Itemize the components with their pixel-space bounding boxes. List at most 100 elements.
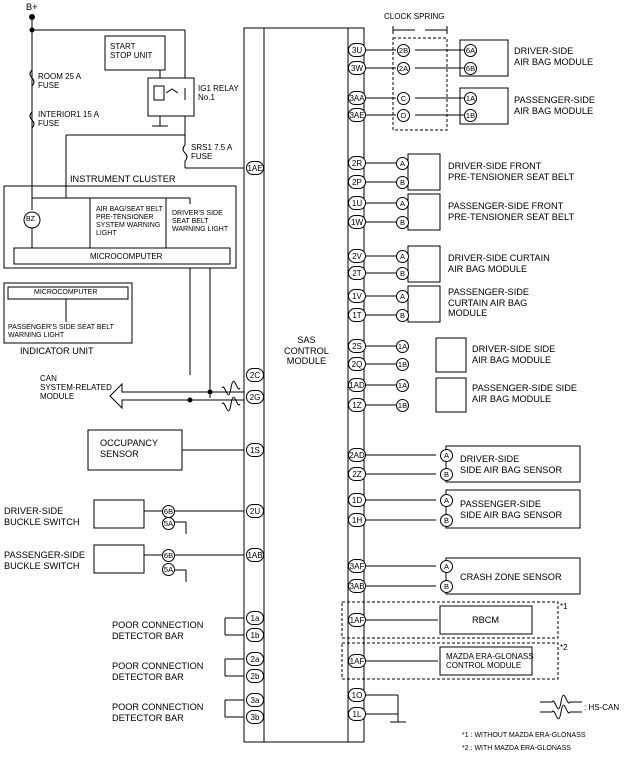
connector-pin: A xyxy=(440,449,453,462)
indicator-microcomputer-label: MICROCOMPUTER xyxy=(34,289,98,296)
connector-pin: 1B xyxy=(396,399,409,412)
cluster-micro-outline xyxy=(13,247,231,265)
sas-pin: 2R xyxy=(348,156,366,170)
driver-airbag-label: DRIVER-SIDE AIR BAG MODULE xyxy=(514,46,594,67)
can-arrow xyxy=(109,382,140,410)
sas-pin: 3W xyxy=(348,61,366,75)
sas-pin: 1AD xyxy=(348,378,366,392)
driver-side-airbag-label: DRIVER-SIDE SIDE AIR BAG MODULE xyxy=(472,344,556,365)
driver-curtain-label: DRIVER-SIDE CURTAIN AIR BAG MODULE xyxy=(448,253,550,274)
connector-pin: 5A xyxy=(162,517,175,530)
sas-pin: 3AE xyxy=(348,108,366,122)
clock-spring-label: CLOCK SPRING xyxy=(384,12,445,21)
optional-mark-2: *2 xyxy=(560,643,568,652)
sas-pin: 1V xyxy=(348,289,366,303)
note-1: *1 : WITHOUT MAZDA ERA-GLONASS xyxy=(462,732,586,739)
sas-pin: 2b xyxy=(246,669,264,683)
driver-belt-light-label: DRIVER'S SIDE SEAT BELT WARNING LIGHT xyxy=(172,210,229,233)
sas-pin: 1Z xyxy=(348,398,366,412)
b-plus-label: B+ xyxy=(26,2,38,12)
connector-pin: B xyxy=(396,309,409,322)
clock-pin: 2B xyxy=(397,44,410,57)
connector-pin: A xyxy=(440,494,453,507)
sas-pin: 1H xyxy=(348,513,366,527)
connector-pin: 1A xyxy=(396,379,409,392)
driver-pretensioner-box xyxy=(407,153,441,191)
connector-pin: B xyxy=(396,176,409,189)
passenger-buckle-outline xyxy=(93,544,145,574)
sas-pin: 2Z xyxy=(348,467,366,481)
connector-pin: B xyxy=(440,514,453,527)
sas-pin: 3b xyxy=(246,710,264,724)
sas-pin: 2P xyxy=(348,175,366,189)
driver-airbag-box xyxy=(459,39,509,77)
hs-can-legend: : HS-CAN xyxy=(584,703,620,712)
sas-pin: 2C xyxy=(246,368,264,382)
room-fuse-symbol xyxy=(29,69,35,87)
passenger-side-airbag-label: PASSENGER-SIDE SIDE AIR BAG MODULE xyxy=(472,383,578,404)
crash-zone-box xyxy=(445,557,581,595)
sas-pin: 2T xyxy=(348,266,366,280)
connector-pin: 6B xyxy=(464,62,477,75)
clock-spring-outline xyxy=(392,37,448,131)
sas-pin: 1S xyxy=(246,443,264,457)
passenger-pretensioner-box xyxy=(407,193,441,231)
ig1-relay-label: IG1 RELAY No.1 xyxy=(198,84,239,102)
cluster-microcomputer-label: MICROCOMPUTER xyxy=(90,252,163,261)
rbcm-dashed xyxy=(341,601,559,639)
connector-pin: B xyxy=(396,216,409,229)
passenger-airbag-label: PASSENGER-SIDE AIR BAG MODULE xyxy=(514,95,596,116)
clock-pin: D xyxy=(397,109,410,122)
sas-pin: 2AD xyxy=(348,448,366,462)
srs-fuse-label: SRS1 7.5 A FUSE xyxy=(191,143,233,161)
connector-pin: 5A xyxy=(162,563,175,576)
connector-pin: 1B xyxy=(464,109,477,122)
connector-pin: A xyxy=(396,250,409,263)
can-module-label: CAN SYSTEM-RELATED MODULE xyxy=(40,374,112,401)
sas-pin: 1b xyxy=(246,628,264,642)
rbcm-label: RBCM xyxy=(472,615,500,625)
connector-pin: 1B xyxy=(396,358,409,371)
indicator-unit-outline xyxy=(3,282,133,344)
interior-fuse-symbol xyxy=(29,111,35,129)
passenger-side-airbag-box xyxy=(435,377,467,413)
driver-side-airbag-box xyxy=(435,337,467,373)
sas-pin: 2V xyxy=(348,249,366,263)
start-stop-label: START STOP UNIT xyxy=(110,42,153,60)
passenger-curtain-box xyxy=(407,285,441,323)
interior-fuse-label: INTERIOR1 15 A FUSE xyxy=(38,110,99,128)
passenger-airbag-box xyxy=(459,87,509,125)
passenger-side-sensor-label: PASSENGER-SIDE SIDE AIR BAG SENSOR xyxy=(460,499,563,520)
driver-curtain-box xyxy=(407,245,441,283)
rbcm-box xyxy=(439,605,533,635)
instrument-cluster-title: INSTRUMENT CLUSTER xyxy=(70,174,176,184)
room-fuse-label: ROOM 25 A FUSE xyxy=(38,72,82,90)
sas-pin: 1D xyxy=(348,493,366,507)
connector-pin: A xyxy=(396,290,409,303)
occupancy-label: OCCUPANCY SENSOR xyxy=(100,438,159,459)
clock-pin: C xyxy=(397,92,410,105)
clock-pin: 2A xyxy=(397,62,410,75)
sas-pin: 1AB xyxy=(246,548,264,562)
instrument-cluster-outline xyxy=(3,185,237,269)
connector-pin: B xyxy=(440,580,453,593)
bz-label: BZ xyxy=(26,216,35,223)
sas-pin: 1T xyxy=(348,308,366,322)
sas-pin: 1U xyxy=(348,196,366,210)
driver-buckle-outline xyxy=(93,499,145,529)
connector-pin: B xyxy=(396,267,409,280)
ig1-relay-outline xyxy=(147,77,195,117)
passenger-side-sensor-box xyxy=(445,489,581,529)
sas-pin: 1O xyxy=(348,688,366,702)
passenger-pretensioner-label: PASSENGER-SIDE FRONT PRE-TENSIONER SEAT … xyxy=(448,201,575,222)
poor-connection-label-1: POOR CONNECTION DETECTOR BAR xyxy=(112,620,204,641)
passenger-buckle-label: PASSENGER-SIDE BUCKLE SWITCH xyxy=(4,550,86,571)
sas-pin: 2a xyxy=(246,652,264,666)
sas-pin: 2S xyxy=(348,339,366,353)
sas-pin: 1AF xyxy=(348,654,366,668)
era-box xyxy=(439,646,533,676)
sas-pin: 3AB xyxy=(348,579,366,593)
poor-connection-label-2: POOR CONNECTION DETECTOR BAR xyxy=(112,661,204,682)
passenger-curtain-label: PASSENGER-SIDE CURTAIN AIR BAG MODULE xyxy=(448,287,530,318)
